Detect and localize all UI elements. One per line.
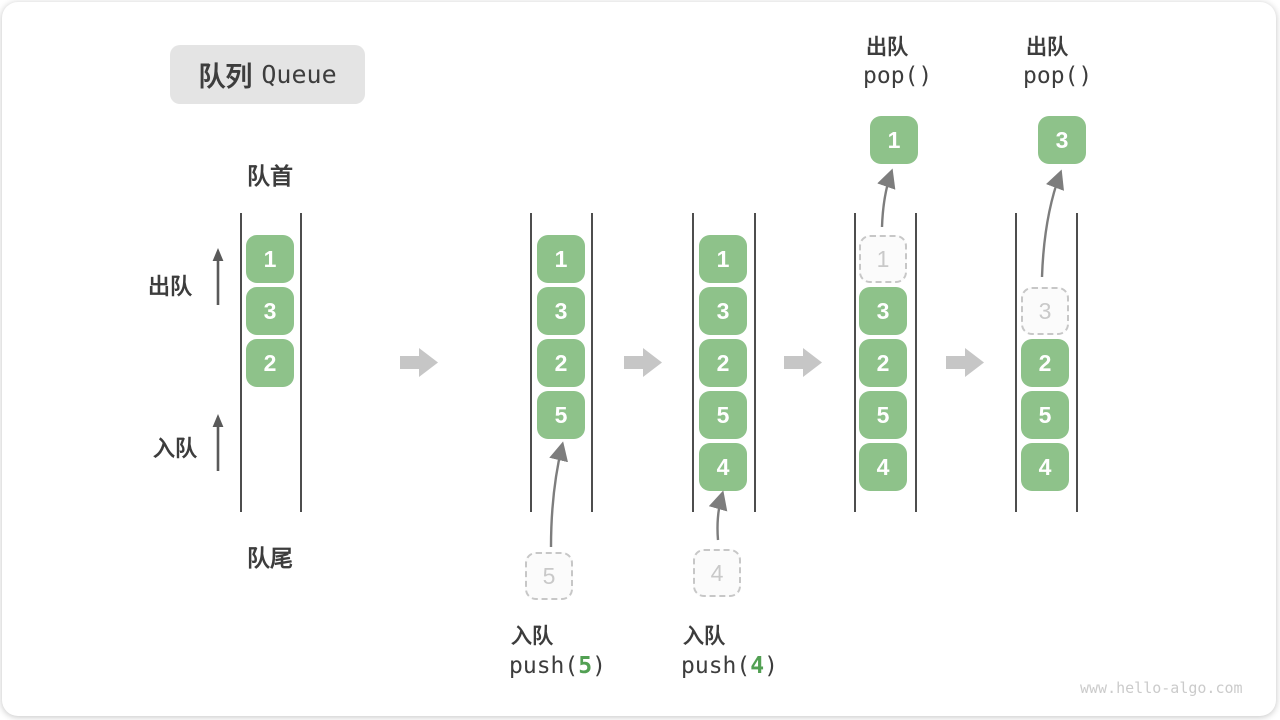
queue-item: 5: [699, 391, 747, 439]
queue-wall-left: [1015, 213, 1017, 512]
queue-item: 5: [1021, 391, 1069, 439]
dequeue-op-label: 出队: [866, 36, 908, 59]
queue-item: 2: [859, 339, 907, 387]
title-zh: 队列: [198, 62, 253, 92]
push-arrow-icon: [708, 490, 728, 541]
dequeue-op-code: pop(): [863, 63, 933, 89]
incoming-item: 4: [693, 549, 741, 597]
queue-wall-left: [240, 213, 242, 512]
title-en: Queue: [261, 60, 337, 89]
queue-item: 1: [699, 235, 747, 283]
pop-arrow-icon: [1040, 169, 1064, 278]
code-arg: 5: [578, 653, 593, 679]
queue-item: 3: [859, 287, 907, 335]
queue-wall-left: [854, 213, 856, 512]
queue-wall-left: [692, 213, 694, 512]
enqueue-up-arrow-icon: [212, 414, 224, 471]
queue-wall-right: [754, 213, 756, 512]
dequeue-side-label: 出队: [148, 274, 193, 299]
queue-wall-right: [300, 213, 302, 512]
enqueue-op-label: 入队: [683, 625, 725, 648]
code-post: ): [764, 653, 778, 679]
queue-wall-right: [591, 213, 593, 512]
code-arg: 4: [750, 653, 765, 679]
enqueue-side-label: 入队: [153, 436, 198, 461]
queue-item: 4: [859, 443, 907, 491]
queue-item: 3: [699, 287, 747, 335]
dequeue-op-code: pop(): [1023, 63, 1093, 89]
flow-arrow-icon: [946, 348, 984, 377]
enqueue-op-label: 入队: [511, 625, 553, 648]
code-pre: push(: [681, 653, 751, 679]
queue-item: 2: [246, 339, 294, 387]
code-pre: push(: [509, 653, 579, 679]
enqueue-op-code: push(4): [681, 653, 778, 679]
flow-arrow-icon: [400, 348, 438, 377]
queue-item: 3: [246, 287, 294, 335]
queue-item: 3: [537, 287, 585, 335]
watermark: www.hello-algo.com: [1080, 679, 1243, 697]
popped-item: 1: [870, 116, 918, 164]
dequeue-up-arrow-icon: [212, 248, 224, 305]
queue-front-label: 队首: [247, 163, 293, 189]
queue-item: 5: [537, 391, 585, 439]
queue-item: 5: [859, 391, 907, 439]
queue-item: 2: [699, 339, 747, 387]
queue-item: 1: [246, 235, 294, 283]
incoming-item: 5: [525, 552, 573, 600]
queue-item-ghost: 1: [859, 235, 907, 283]
queue-wall-left: [530, 213, 532, 512]
title-badge: 队列 Queue: [170, 45, 365, 104]
enqueue-op-code: push(5): [509, 653, 606, 679]
queue-item: 4: [1021, 443, 1069, 491]
dequeue-op-label: 出队: [1026, 36, 1068, 59]
push-arrow-icon: [549, 441, 568, 548]
code-post: ): [592, 653, 606, 679]
queue-wall-right: [915, 213, 917, 512]
popped-item: 3: [1038, 116, 1086, 164]
queue-item-ghost: 3: [1021, 287, 1069, 335]
flow-arrow-icon: [784, 348, 822, 377]
queue-item: 1: [537, 235, 585, 283]
pop-arrow-icon: [877, 168, 896, 228]
queue-item: 2: [537, 339, 585, 387]
queue-item: 4: [699, 443, 747, 491]
flow-arrow-icon: [624, 348, 662, 377]
queue-wall-right: [1076, 213, 1078, 512]
queue-item: 2: [1021, 339, 1069, 387]
queue-rear-label: 队尾: [247, 545, 293, 571]
